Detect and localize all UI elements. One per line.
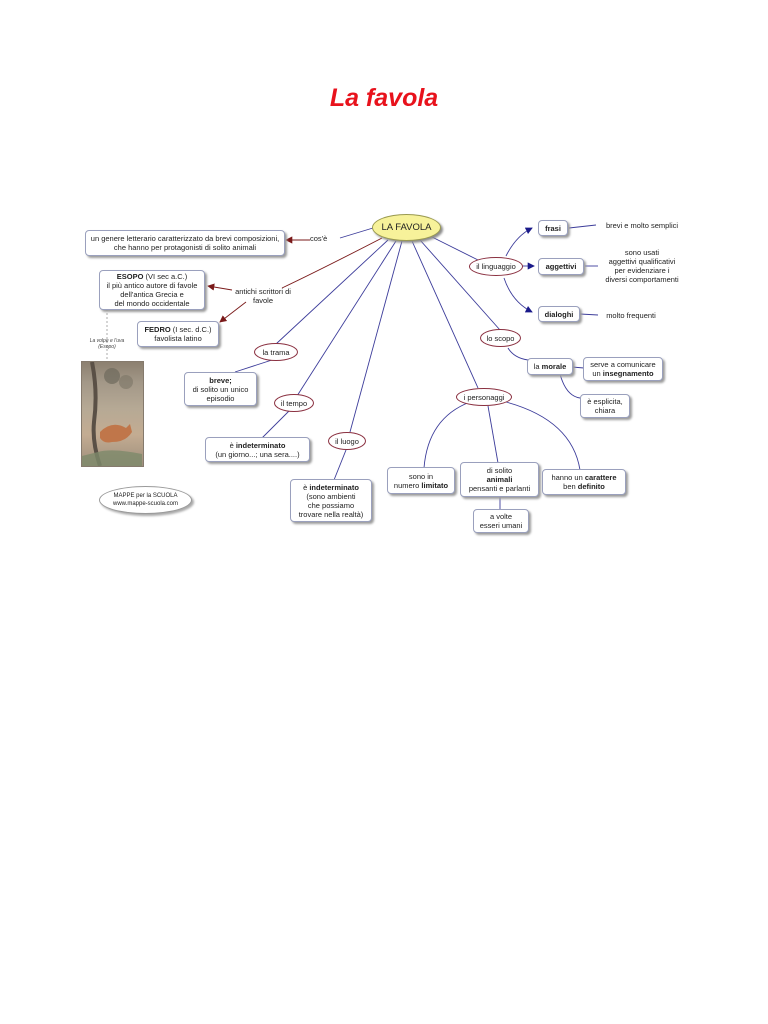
dialoghi-box: dialoghi: [538, 306, 580, 322]
fox-and-grapes-picture: [81, 361, 144, 467]
frasi-description: brevi e molto semplici: [605, 221, 679, 230]
link-cose: cos'è: [310, 234, 328, 243]
edge-personaggi-animali: [487, 405, 499, 464]
link-personaggi: i personaggi: [456, 388, 512, 406]
edge-frasi-desc: [568, 224, 597, 229]
fox-illustration: [82, 361, 142, 467]
edge-root-personaggi: [411, 240, 479, 389]
edge-antichi-fedro: [219, 301, 247, 323]
edge-root-cose: [339, 227, 374, 239]
link-trama: la trama: [254, 343, 298, 361]
personaggi-limitato-box: sono in numero limitato: [387, 467, 455, 494]
personaggi-umani-box: a volte esseri umani: [473, 509, 529, 533]
aggettivi-box: aggettivi: [538, 258, 584, 275]
edge-root-luogo: [349, 240, 403, 433]
link-tempo: il tempo: [274, 394, 314, 412]
edge-morale-esplicita: [559, 373, 581, 399]
edge-dialoghi-desc: [579, 313, 599, 316]
link-antichi-scrittori: antichi scrittori di favole: [235, 287, 291, 305]
link-linguaggio: il linguaggio: [469, 257, 523, 276]
edge-antichi-esopo: [207, 283, 233, 291]
edge-scopo-morale: [507, 347, 529, 361]
aggettivi-description: sono usati aggettivi qualificativi per e…: [605, 248, 679, 284]
edge-morale-insegnamento: [571, 366, 585, 369]
esopo-box: ESOPO (VI sec a.C.) il più antico autore…: [99, 270, 205, 310]
personaggi-carattere-box: hanno un carattere ben definito: [542, 469, 626, 495]
edge-linguaggio-dialoghi: [503, 277, 533, 313]
insegnamento-box: serve a comunicare un insegnamento: [583, 357, 663, 381]
frasi-box: frasi: [538, 220, 568, 236]
fedro-box: FEDRO (I sec. d.C.) favolista latino: [137, 321, 219, 347]
edge-trama-box: [234, 359, 273, 373]
edge-luogo-box: [333, 449, 347, 481]
definition-box: un genere letterario caratterizzato da b…: [85, 230, 285, 256]
dialoghi-description: molto frequenti: [606, 311, 656, 320]
mappe-scuola-logo: MAPPE per la SCUOLA www.mappe-scuola.com: [99, 486, 192, 514]
edge-root-tempo: [296, 240, 397, 397]
trama-box: breve; di solito un unico episodio: [184, 372, 257, 406]
edge-linguaggio-frasi: [505, 227, 533, 257]
edge-tempo-box: [261, 409, 291, 439]
edge-root-antichi: [281, 237, 383, 289]
edge-personaggi-limitato: [423, 401, 471, 469]
fedro-name: FEDRO: [144, 325, 171, 334]
link-scopo: lo scopo: [480, 329, 521, 347]
edge-personaggi-carattere: [505, 401, 581, 471]
luogo-box: è indeterminato (sono ambienti che possi…: [290, 479, 372, 522]
tempo-box: è indeterminato (un giorno...; una sera.…: [205, 437, 310, 462]
edge-root-trama: [275, 239, 389, 345]
page-title: La favola: [329, 84, 439, 112]
image-caption: La volpe e l'uva (Esopo): [89, 338, 125, 350]
personaggi-animali-box: di solito animali pensanti e parlanti: [460, 462, 539, 497]
edge-root-linguaggio: [431, 236, 483, 263]
esplicita-box: è esplicita, chiara: [580, 394, 630, 418]
morale-box: la morale: [527, 358, 573, 375]
edge-root-scopo: [419, 239, 501, 331]
esopo-name: ESOPO: [116, 272, 144, 281]
root-node: LA FAVOLA: [372, 214, 441, 241]
link-luogo: il luogo: [328, 432, 366, 450]
